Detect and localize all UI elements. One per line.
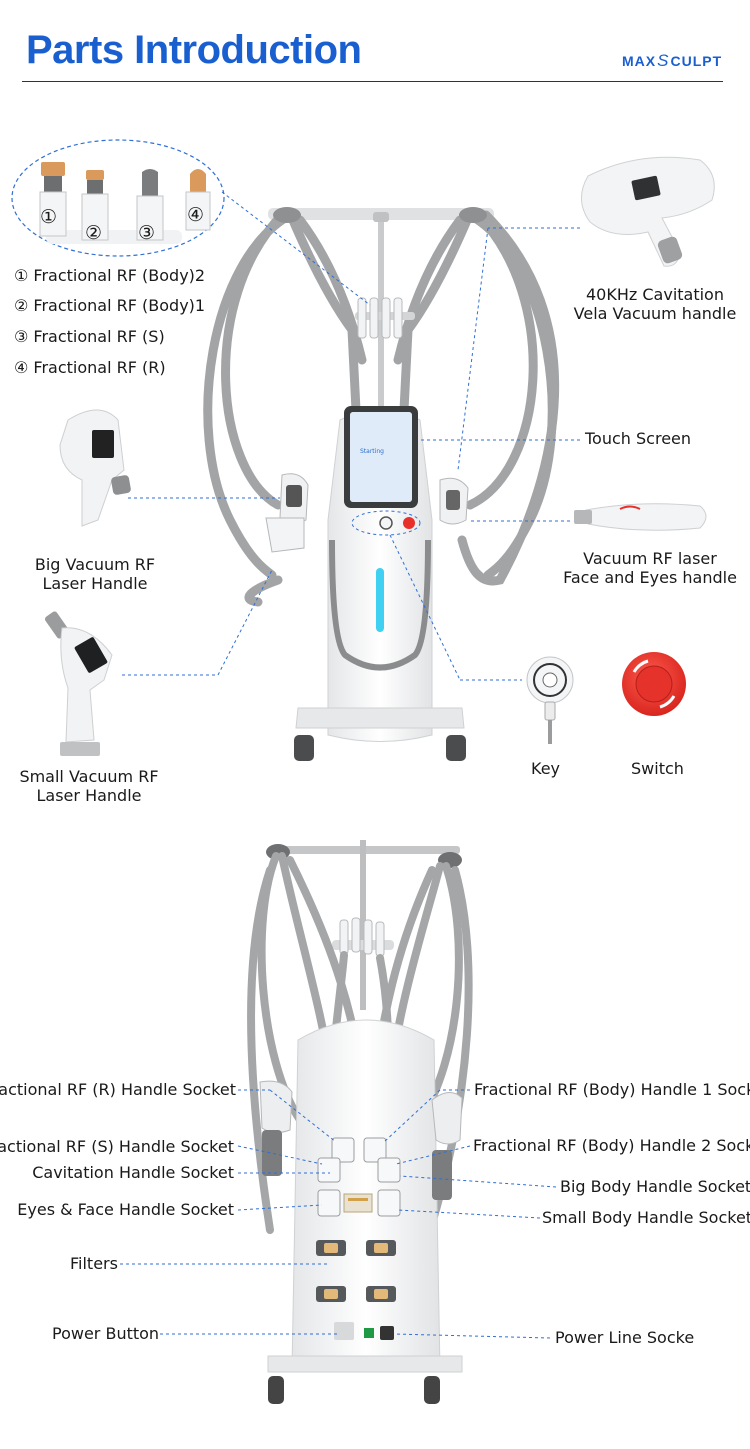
tip-label-3: ③ Fractional RF (S) <box>14 327 165 346</box>
logo-right-text: CULPT <box>670 53 723 69</box>
tip-number-2: ② <box>85 222 103 244</box>
socket-label-fractional-r: Fractional RF (R) Handle Socket <box>0 1080 236 1099</box>
cavitation-label-line1: 40KHz Cavitation <box>586 285 724 304</box>
screen-text: Starting <box>360 448 384 455</box>
small-vacuum-label-line2: Laser Handle <box>36 786 142 805</box>
face-eyes-handle-label: Vacuum RF laser Face and Eyes handle <box>552 549 748 587</box>
touch-screen-label: Touch Screen <box>585 429 692 448</box>
socket-label-big-body: Big Body Handle Socket <box>560 1177 750 1196</box>
big-vacuum-handle-image <box>59 409 131 527</box>
tip-label-4: ④ Fractional RF (R) <box>14 358 166 377</box>
cavitation-handle-label: 40KHz Cavitation Vela Vacuum handle <box>560 285 750 323</box>
header-divider <box>22 81 723 82</box>
front-leader-lines <box>122 191 580 681</box>
switch-label: Switch <box>631 759 684 778</box>
brand-logo: MAXSCULPT <box>622 51 722 71</box>
cavitation-label-line2: Vela Vacuum handle <box>573 304 737 323</box>
small-vacuum-label-line1: Small Vacuum RF <box>19 767 159 786</box>
face-eyes-label-line2: Face and Eyes handle <box>563 568 737 587</box>
face-eyes-handle-image <box>574 503 707 531</box>
small-vacuum-handle-label: Small Vacuum RF Laser Handle <box>4 767 174 805</box>
socket-label-body-1: Fractional RF (Body) Handle 1 Socket <box>474 1080 750 1099</box>
filters-label: Filters <box>70 1254 118 1273</box>
back-leader-lines <box>120 1089 557 1339</box>
tip-number-1: ① <box>40 206 58 228</box>
socket-label-body-2: Fractional RF (Body) Handle 2 Socket <box>473 1136 750 1155</box>
key-image <box>526 656 574 744</box>
small-vacuum-handle-image <box>44 611 113 756</box>
tip-number-4: ④ <box>187 204 205 226</box>
tips-zoom <box>11 139 225 257</box>
logo-mark: S <box>657 51 670 70</box>
big-vacuum-label-line1: Big Vacuum RF <box>34 555 156 574</box>
socket-label-cavitation: Cavitation Handle Socket <box>32 1163 234 1182</box>
tip-number-3: ③ <box>138 222 156 244</box>
socket-label-small-body: Small Body Handle Socket <box>542 1208 750 1227</box>
big-vacuum-handle-label: Big Vacuum RF Laser Handle <box>10 555 180 593</box>
front-machine <box>203 207 560 761</box>
cavitation-handle-image <box>581 156 715 267</box>
switch-image <box>622 652 686 716</box>
big-vacuum-label-line2: Laser Handle <box>42 574 148 593</box>
socket-label-eyes-face: Eyes & Face Handle Socket <box>17 1200 234 1219</box>
tip-label-2: ② Fractional RF (Body)1 <box>14 296 206 315</box>
logo-left-text: MAX <box>622 53 657 69</box>
socket-label-fractional-s: Fractional RF (S) Handle Socket <box>0 1137 234 1156</box>
tip-label-1: ① Fractional RF (Body)2 <box>14 266 206 285</box>
power-button-label: Power Button <box>52 1324 160 1343</box>
back-machine <box>247 840 473 1404</box>
page-title: Parts Introduction <box>26 28 362 72</box>
power-line-socket-label: Power Line Socke <box>555 1328 695 1347</box>
face-eyes-label-line1: Vacuum RF laser <box>583 549 717 568</box>
key-label: Key <box>531 759 561 778</box>
